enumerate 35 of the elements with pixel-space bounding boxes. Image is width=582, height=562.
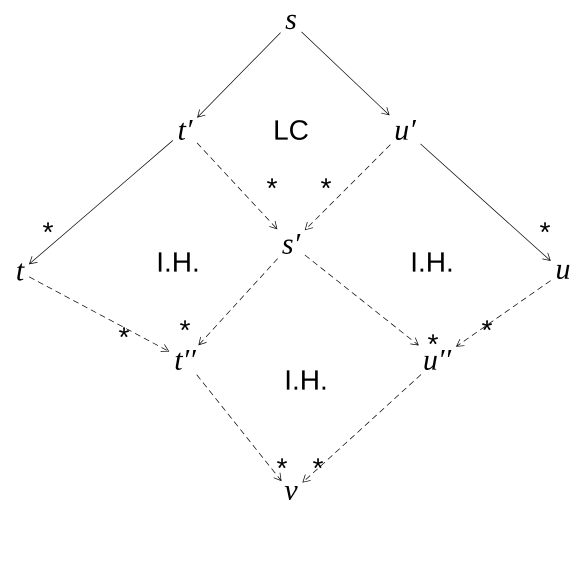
asterisk-label: * bbox=[43, 222, 54, 232]
region-label: I.H. bbox=[286, 370, 326, 390]
asterisk-label: * bbox=[119, 327, 130, 338]
math-variable: u′ bbox=[396, 120, 416, 140]
arrow bbox=[198, 258, 278, 346]
asterisk-label: * bbox=[321, 178, 332, 188]
region-label: I.H. bbox=[412, 252, 452, 272]
asterisk-label: * bbox=[313, 458, 324, 468]
arrow bbox=[196, 142, 278, 230]
arrow bbox=[28, 276, 170, 352]
arrow bbox=[197, 32, 281, 118]
asterisk-label: * bbox=[482, 320, 492, 330]
region-label: LC bbox=[275, 120, 308, 140]
arrow bbox=[28, 140, 174, 264]
arrow bbox=[304, 144, 391, 230]
asterisk-label: * bbox=[180, 320, 190, 330]
arrow bbox=[196, 374, 282, 482]
math-variable: s bbox=[286, 14, 296, 30]
math-variable: u′′ bbox=[424, 350, 452, 370]
math-variable: v bbox=[284, 486, 298, 500]
arrow bbox=[420, 144, 551, 262]
asterisk-label: * bbox=[540, 222, 550, 232]
arrow bbox=[301, 32, 390, 116]
math-variable: t′ bbox=[178, 120, 193, 140]
arrow bbox=[304, 254, 419, 346]
asterisk-label: * bbox=[267, 178, 278, 188]
math-variable: t bbox=[17, 263, 25, 281]
math-variable: t′′ bbox=[176, 350, 196, 370]
arrow bbox=[456, 280, 551, 347]
asterisk-label: * bbox=[428, 334, 438, 344]
math-variable: u bbox=[557, 264, 570, 280]
arrow bbox=[302, 374, 422, 483]
region-label: I.H. bbox=[158, 252, 198, 272]
math-variable: s′ bbox=[282, 234, 300, 254]
asterisk-label: * bbox=[277, 458, 288, 468]
